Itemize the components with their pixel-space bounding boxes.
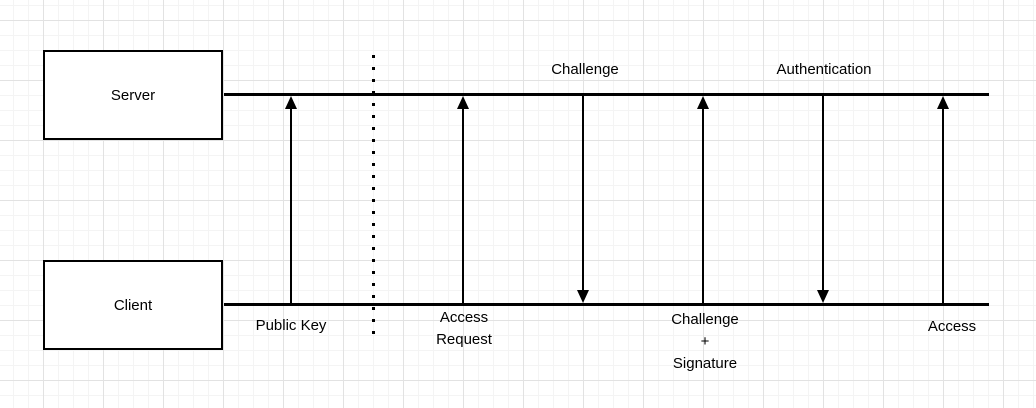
client-box[interactable]: Client bbox=[43, 260, 223, 350]
challenge-signature-arrow[interactable] bbox=[696, 96, 710, 303]
arrowhead-up-icon bbox=[937, 96, 949, 109]
authentication-label: Authentication bbox=[776, 61, 872, 78]
arrow-shaft bbox=[290, 106, 292, 303]
public-key-arrow[interactable] bbox=[284, 96, 298, 303]
challenge-signature-label: Challenge + Signature bbox=[671, 311, 739, 372]
arrowhead-down-icon bbox=[577, 290, 589, 303]
arrowhead-down-icon bbox=[817, 290, 829, 303]
phase-divider-dotted-line[interactable] bbox=[372, 55, 375, 337]
arrow-shaft bbox=[462, 106, 464, 303]
access-label: Access bbox=[927, 318, 977, 335]
challenge-label: Challenge bbox=[551, 61, 619, 78]
challenge-arrow[interactable] bbox=[576, 96, 590, 303]
server-box[interactable]: Server bbox=[43, 50, 223, 140]
client-timeline[interactable] bbox=[224, 303, 989, 306]
server-timeline[interactable] bbox=[224, 93, 989, 96]
server-box-label: Server bbox=[110, 86, 156, 104]
access-request-arrow[interactable] bbox=[456, 96, 470, 303]
arrowhead-up-icon bbox=[697, 96, 709, 109]
access-request-label: Access Request bbox=[436, 309, 492, 348]
arrowhead-up-icon bbox=[285, 96, 297, 109]
access-arrow[interactable] bbox=[936, 96, 950, 303]
arrow-shaft bbox=[702, 106, 704, 303]
arrow-shaft bbox=[822, 96, 824, 293]
public-key-label: Public Key bbox=[255, 317, 327, 334]
authentication-arrow[interactable] bbox=[816, 96, 830, 303]
arrow-shaft bbox=[582, 96, 584, 293]
client-box-label: Client bbox=[113, 296, 153, 314]
arrowhead-up-icon bbox=[457, 96, 469, 109]
arrow-shaft bbox=[942, 106, 944, 303]
